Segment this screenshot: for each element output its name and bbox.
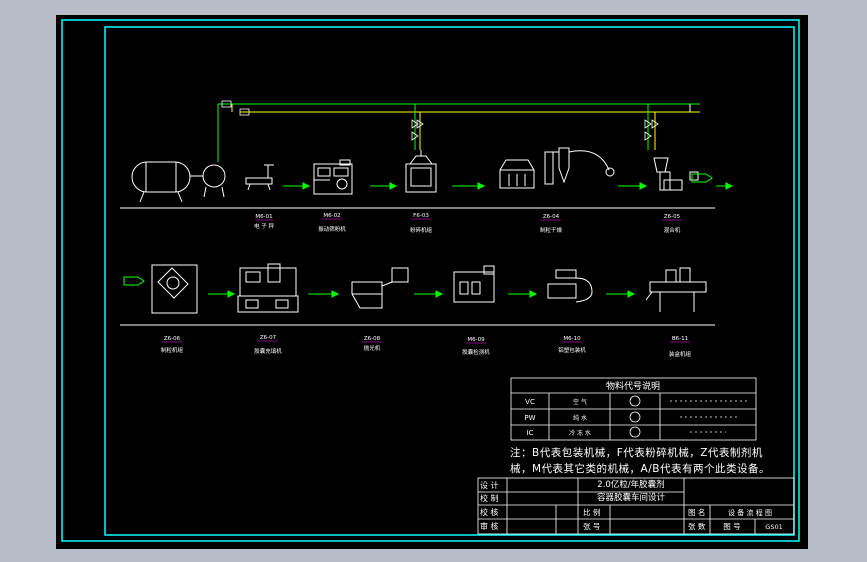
blister-packer-icon (547, 269, 593, 303)
equipment-tag: Z6-05 (664, 214, 681, 220)
equipment-tag: B6-11 (672, 336, 688, 342)
cartoning-machine-icon (645, 267, 707, 312)
mixer-icon (653, 157, 699, 191)
capsule-filler-icon (237, 263, 299, 313)
legend-name: 冷 冻 水 (569, 429, 591, 437)
pipeline-group (217, 100, 700, 162)
equipment-name: 混合机 (664, 226, 681, 234)
pulverizer-icon (405, 150, 437, 193)
outer-frame (61, 19, 800, 542)
drawing-name-label: 图 名 (688, 507, 705, 517)
ratio-label: 比 例 (583, 507, 600, 517)
equipment-tag: M6-09 (467, 337, 485, 343)
legend-title: 物料代号说明 (606, 380, 660, 392)
title-block-label: 审 核 (480, 521, 499, 531)
compressor-icon (190, 164, 226, 198)
title-block-label: 设 计 (480, 480, 499, 490)
equipment-name: 胶囊检测机 (462, 348, 490, 356)
series-label: 张 数 (688, 521, 706, 531)
title-block-label: 校 制 (480, 493, 499, 503)
equipment-name: 制粒机组 (161, 346, 184, 354)
equipment-name: 胶囊充填机 (254, 347, 282, 355)
capsule-checker-icon (453, 265, 495, 303)
legend-table (510, 377, 757, 441)
legend-name: 纯 水 (573, 414, 587, 422)
equipment-name: 铝塑包装机 (558, 346, 586, 354)
legend-code: IC (527, 429, 534, 437)
legend-code: PW (524, 414, 535, 422)
legend-name: 空 气 (573, 398, 587, 406)
equipment-tag: M6-01 (255, 214, 272, 220)
legend-code: VC (525, 398, 535, 406)
title-block (477, 477, 795, 535)
sheet-label: 张 号 (583, 522, 600, 531)
drawing-title-line-2: 容器胶囊车间设计 (597, 492, 666, 503)
sieve-machine-icon (313, 159, 353, 195)
equipment-tag: Z6-07 (260, 335, 277, 341)
flow-arrows-row-1 (283, 173, 734, 190)
equipment-name: 制粒干燥 (540, 226, 563, 234)
equipment-tag: Z6-04 (543, 214, 560, 220)
inner-frame (104, 26, 795, 536)
air-tank-icon (131, 161, 191, 203)
equipment-name: 抛光机 (364, 344, 381, 352)
equipment-tag: F6-03 (413, 213, 429, 219)
equipment-row-2 (120, 263, 715, 326)
equipment-name: 粉碎机组 (410, 226, 433, 234)
equipment-name: 电 子 秤 (254, 222, 274, 230)
title-block-label: 校 核 (480, 507, 499, 517)
equipment-tag: M6-02 (323, 213, 340, 219)
equipment-tag: Z6-08 (364, 336, 381, 342)
electronic-scale-icon (245, 164, 274, 191)
equipment-tag: Z6-06 (164, 336, 181, 342)
equipment-name: 振动筛粉机 (318, 225, 346, 233)
drawing-no-label: 图 号 (723, 522, 740, 531)
drawing-no: GS01 (765, 523, 782, 531)
granulator-icon (151, 264, 198, 314)
drawing-note-line-2: 械，M代表其它类的机械，A/B代表有两个此类设备。 (510, 463, 770, 475)
polisher-icon (351, 267, 409, 309)
drawing-note-line-1: 注：B代表包装机械，F代表粉碎机械，Z代表制剂机 (510, 447, 763, 459)
equipment-row-1 (120, 147, 715, 209)
flow-arrows-row-2 (123, 276, 636, 298)
drawing-name: 设 备 流 程 图 (728, 508, 772, 517)
equipment-tag: M6-10 (563, 336, 581, 342)
granulation-dryer-icon (499, 147, 615, 189)
drawing-title-line-1: 2.0亿粒/年胶囊剂 (597, 479, 664, 490)
equipment-name: 装盒机组 (669, 350, 692, 358)
